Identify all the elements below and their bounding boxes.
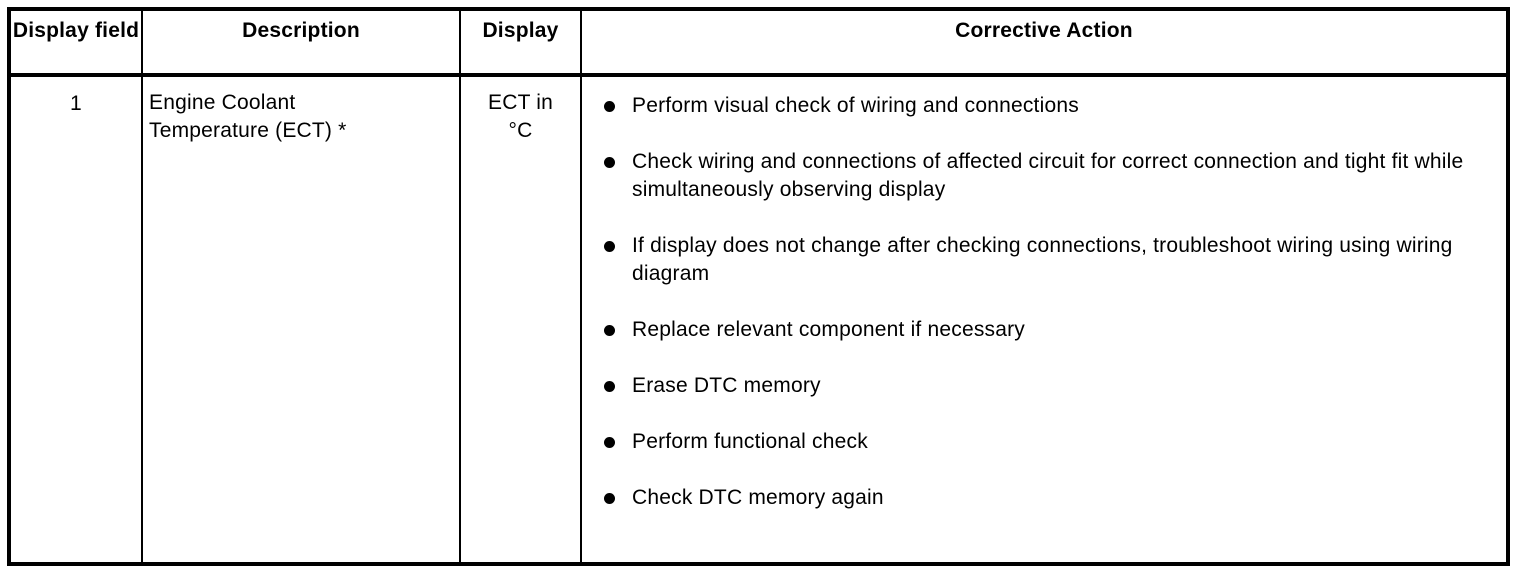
corrective-action-item: If display does not change after checkin… <box>604 232 1482 288</box>
header-corrective-action: Corrective Action <box>955 19 1133 42</box>
corrective-action-item: Check wiring and connections of affected… <box>604 148 1482 204</box>
corrective-action-item: Erase DTC memory <box>604 372 1482 400</box>
diagnostic-table: Display field Description Display Correc… <box>7 7 1510 566</box>
corrective-action-text: Check DTC memory again <box>632 486 884 509</box>
bullet-icon <box>604 241 615 252</box>
corrective-action-text: Check wiring and connections of affected… <box>632 150 1464 201</box>
corrective-action-text: Perform visual check of wiring and conne… <box>632 94 1079 117</box>
description-line: Temperature (ECT) * <box>149 119 347 142</box>
corrective-action-item: Perform visual check of wiring and conne… <box>604 92 1482 120</box>
header-display-field: Display field <box>11 11 143 73</box>
corrective-action-text: If display does not change after checkin… <box>632 234 1453 285</box>
display-value-cell: ECT in °C <box>461 77 582 562</box>
bullet-icon <box>604 437 615 448</box>
corrective-action-item: Perform functional check <box>604 428 1482 456</box>
corrective-action-list: Perform visual check of wiring and conne… <box>604 92 1482 512</box>
corrective-action-text: Perform functional check <box>632 430 868 453</box>
corrective-action-item: Replace relevant component if necessary <box>604 316 1482 344</box>
table-header-row: Display field Description Display Correc… <box>11 11 1506 77</box>
bullet-icon <box>604 157 615 168</box>
header-description: Description <box>143 11 461 73</box>
bullet-icon <box>604 325 615 336</box>
corrective-action-text: Replace relevant component if necessary <box>632 318 1026 341</box>
corrective-action-item: Check DTC memory again <box>604 484 1482 512</box>
description-line: Engine Coolant <box>149 91 296 114</box>
display-value-line: ECT in <box>488 91 553 114</box>
bullet-icon <box>604 493 615 504</box>
display-value-line: °C <box>508 119 533 142</box>
bullet-icon <box>604 101 615 112</box>
header-display: Display <box>461 11 582 73</box>
display-field-value: 1 <box>11 77 143 562</box>
corrective-action-text: Erase DTC memory <box>632 374 821 397</box>
description-cell: Engine Coolant Temperature (ECT) * <box>143 77 461 562</box>
table-row: 1 Engine Coolant Temperature (ECT) * ECT… <box>11 77 1506 562</box>
corrective-action-cell: Perform visual check of wiring and conne… <box>582 77 1506 562</box>
bullet-icon <box>604 381 615 392</box>
